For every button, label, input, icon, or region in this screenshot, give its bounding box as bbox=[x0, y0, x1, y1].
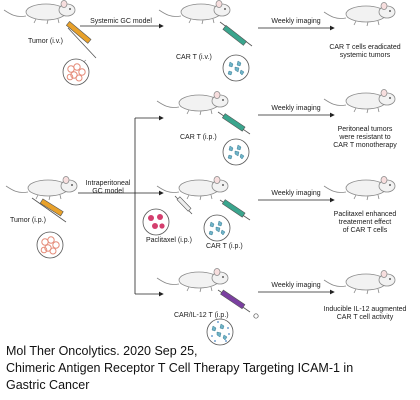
tumor-iv-label: Tumor (i.v.) bbox=[28, 38, 63, 45]
syringe-icon bbox=[217, 289, 259, 319]
mouse-icon bbox=[5, 176, 78, 201]
outcome-line: CAR T monotherapy bbox=[333, 142, 397, 149]
syringe-icon bbox=[219, 21, 253, 47]
systemic-model-label: Systemic GC model bbox=[90, 18, 152, 25]
syringe-icon bbox=[31, 197, 67, 223]
weekly-imaging-label: Weekly imaging bbox=[271, 282, 321, 289]
mouse-icon bbox=[323, 270, 396, 295]
citation-line: Chimeric Antigen Receptor T Cell Therapy… bbox=[6, 361, 354, 375]
tumor-cells-icon bbox=[62, 58, 90, 86]
mouse-icon bbox=[3, 0, 76, 25]
outcome-line: Peritoneal tumors bbox=[337, 126, 393, 133]
outcome-paclitaxel: Paclitaxel enhanced treatement effect of… bbox=[310, 211, 420, 235]
mouse-icon bbox=[158, 0, 231, 25]
paclitaxel-icon bbox=[142, 208, 170, 236]
car-t-iv-label: CAR T (i.v.) bbox=[176, 54, 212, 61]
outcome-monotherapy: Peritoneal tumors were resistant to CAR … bbox=[310, 126, 420, 150]
ip-model-label-line2: GC model bbox=[92, 188, 124, 195]
mouse-icon bbox=[156, 91, 229, 116]
tumor-ip-label: Tumor (i.p.) bbox=[10, 217, 46, 224]
t-cells-icon bbox=[222, 138, 250, 166]
mouse-icon bbox=[156, 176, 229, 201]
car-il12-label: CAR/IL-12 T (i.p.) bbox=[174, 312, 229, 319]
outcome-il12: Inducible IL-12 augmented CAR T cell act… bbox=[310, 306, 420, 322]
t-cells-icon bbox=[203, 214, 231, 242]
outcome-line: CAR T cell activity bbox=[336, 314, 394, 321]
t-cells-icon bbox=[222, 54, 250, 82]
outcome-line: CAR T cells eradicated bbox=[329, 44, 401, 51]
mouse-icon bbox=[323, 89, 396, 114]
weekly-imaging-label: Weekly imaging bbox=[271, 18, 321, 25]
weekly-imaging-label: Weekly imaging bbox=[271, 190, 321, 197]
outcome-systemic: CAR T cells eradicated systemic tumors bbox=[310, 44, 420, 60]
outcome-line: of CAR T cells bbox=[342, 227, 388, 234]
weekly-imaging-label: Weekly imaging bbox=[271, 105, 321, 112]
tumor-cells-icon bbox=[36, 231, 64, 259]
ip-model-label-line1: Intraperitoneal bbox=[85, 180, 131, 187]
syringe-icon bbox=[65, 21, 97, 59]
car-t-ip-label: CAR T (i.p.) bbox=[180, 134, 217, 141]
outcome-line: systemic tumors bbox=[339, 52, 391, 59]
citation-line: Mol Ther Oncolytics. 2020 Sep 25, bbox=[6, 344, 198, 358]
outcome-line: treatement effect bbox=[338, 219, 392, 226]
mouse-icon bbox=[156, 268, 229, 293]
paclitaxel-ip-label: Paclitaxel (i.p.) bbox=[146, 237, 192, 244]
outcome-line: were resistant to bbox=[339, 134, 391, 141]
il12-t-cells-icon bbox=[206, 318, 234, 346]
outcome-line: Paclitaxel enhanced bbox=[333, 211, 397, 218]
citation-line: Gastric Cancer bbox=[6, 378, 90, 392]
outcome-line: Inducible IL-12 augmented bbox=[323, 306, 407, 313]
car-t-ip-label: CAR T (i.p.) bbox=[206, 243, 243, 250]
syringe-icon bbox=[219, 199, 251, 221]
mouse-icon bbox=[323, 176, 396, 201]
mouse-icon bbox=[323, 2, 396, 27]
syringe-icon bbox=[217, 111, 251, 135]
citation: Mol Ther Oncolytics. 2020 Sep 25, Chimer… bbox=[6, 343, 353, 394]
syringe-icon bbox=[174, 195, 193, 215]
